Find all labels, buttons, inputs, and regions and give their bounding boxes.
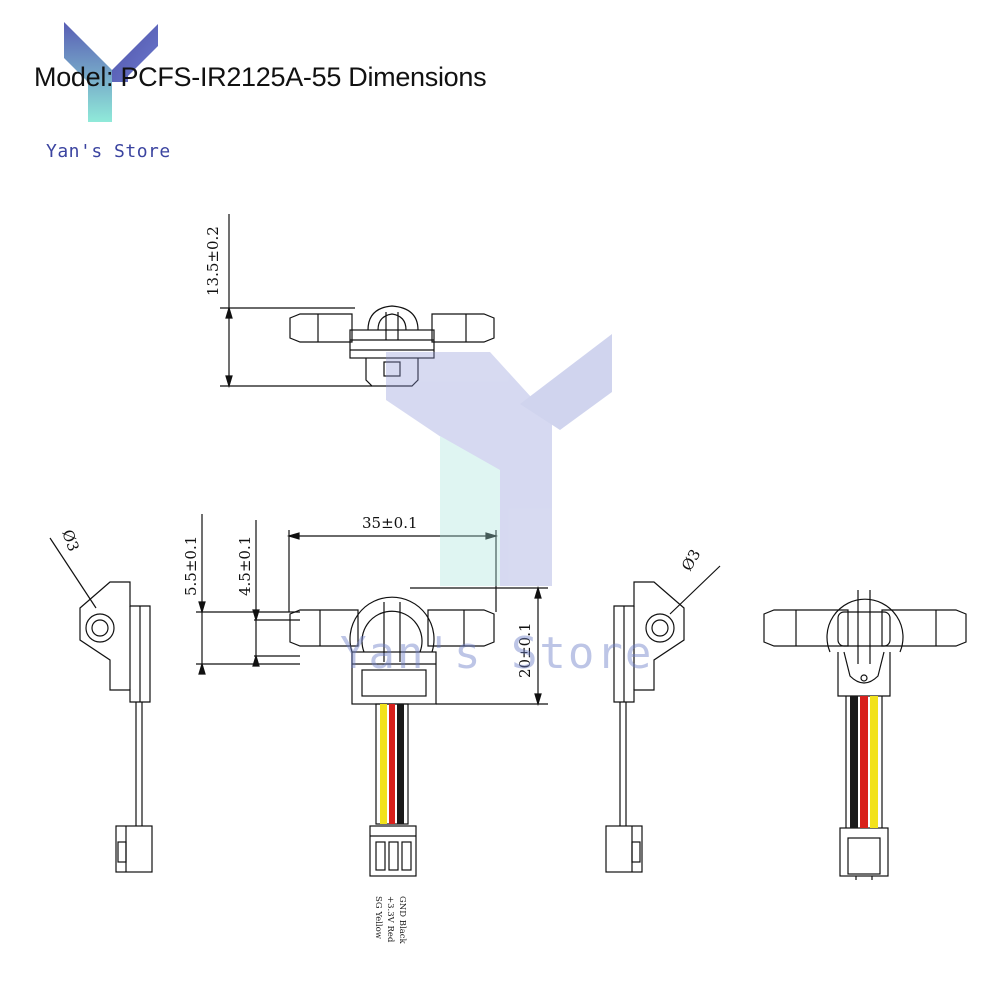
dim-hole-left: Ø3 [58,527,82,554]
back-view [763,590,967,880]
watermark [386,334,612,586]
brand-name: Yan's Store [46,141,171,162]
brand-logo-icon [64,22,158,122]
wire-red [389,704,395,824]
dim-inner-diameter: 4.5±0.1 [236,536,254,596]
dim-hole-right: Ø3 [678,546,705,574]
dim-length: 35±0.1 [362,514,418,532]
watermark-text: Yan's Store [340,628,653,679]
wire-yellow [380,704,387,824]
wire-black [397,704,404,824]
dim-outer-diameter: 5.5±0.1 [182,536,200,596]
left-side-view [49,537,153,873]
wire-label-gnd: GND Black [397,896,407,945]
right-side-view [605,565,721,873]
wire-black-back [850,696,858,828]
page-title: Model: PCFS-IR2125A-55 Dimensions [34,62,487,92]
wire-label-sg: SG Yellow [373,896,383,940]
top-view [220,214,495,389]
dim-height-top-view: 13.5±0.2 [204,226,222,296]
wire-yellow-back [870,696,878,828]
wire-label-vcc: +3.3V Red [385,896,395,943]
wire-red-back [860,696,868,828]
dim-body-height: 20±0.1 [516,622,534,678]
